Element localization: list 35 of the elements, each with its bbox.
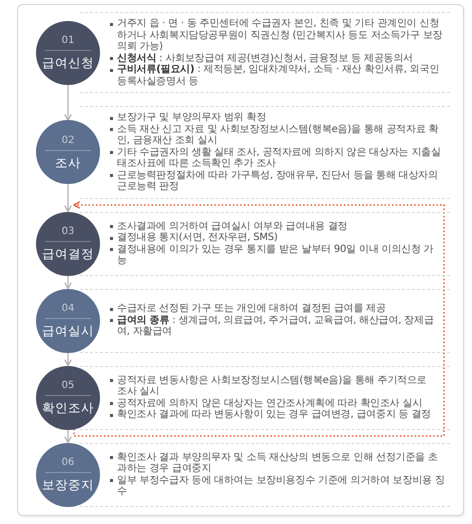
bullet-text: 구비서류(필요시) : 제적등본, 임대차계약서, 소득 · 재산 확인서류, 외국인등록사실증명서 등 — [117, 64, 440, 87]
bullet-text: 급여의 종류 : 생계급여, 의료급여, 주거급여, 교육급여, 해산급여, 장제급여, 자활급여 — [117, 314, 435, 338]
step-number: 02 — [62, 134, 74, 147]
bullet-text: 확인조사 결과에 따라 변동사항이 있는 경우 급여변경, 급여중지 등 결정 — [117, 409, 431, 420]
arrow — [64, 276, 72, 290]
arrow — [64, 352, 72, 366]
bullet-text: 결정내용에 이의가 있는 경우 통지를 받은 날부터 90일 이내 이의신청 가능 — [117, 244, 435, 266]
bullet-text: 공적자료 변동사항은 사회보장정보시스템(행복e음)을 통해 주기적으로 조사 실시 — [117, 374, 428, 398]
step-title: 보장중지 — [42, 477, 94, 492]
bullet-text: 근로능력판정절차에 따라 가구특성, 장애유무, 진단서 등을 통해 대상자의 근로능력 판정 — [117, 170, 439, 192]
arrow — [64, 430, 72, 444]
step-number: 05 — [62, 380, 74, 392]
bullet-text: 결정내용 통지(서면, 전자우편, SMS) — [117, 232, 278, 244]
step-title: 확인조사 — [42, 400, 94, 415]
bullet-text: 기타 수급권자의 생활 실태 조사, 공적자료에 의하지 않은 대상자는 지출실태조사표에 따른 소득확인 추가 조사 — [117, 146, 442, 170]
step-number: 03 — [62, 226, 74, 238]
bullet-text: 수급자로 선정된 가구 또는 개인에 대하여 결정된 급여를 제공 — [117, 303, 386, 315]
step-number: 01 — [62, 35, 74, 47]
arrow — [64, 84, 72, 121]
step-title: 급여신청 — [42, 55, 94, 70]
dotted-arrow — [73, 201, 445, 437]
bullet-text: 확인조사 결과 부양의무자 및 소득 재산상의 변동으로 인해 선정기준을 초과하는 경우 급여중지 — [117, 452, 439, 474]
step-title: 급여실시 — [42, 323, 94, 338]
bullet-text: 거주지 읍 · 면 · 동 주민센터에 수급권자 본인, 친족 및 기타 관계인이 신청하거나 사회복지담당공무원이 직권신청 (민간복지사 등도 저소득가구 보장의뢰 가능) — [117, 18, 444, 52]
step-title: 조사 — [55, 154, 81, 170]
bullet-text: 신청서식 : 사회보장급여 제공(변경)신청서, 금융정보 등 제공동의서 — [117, 52, 414, 64]
step-number: 06 — [62, 457, 74, 469]
bullet-text: 조사결과에 의거하여 급여실시 여부와 급여내용 결정 — [117, 220, 348, 232]
bullet-text: 소득 재산 신고 자료 및 사회보장정보시스템(행복e음)을 통해 공적자료 확인, 금융재산 조회 실시 — [117, 124, 440, 146]
bullet-text: 공적자료에 의하지 않은 대상자는 연간조사계획에 따라 확인조사 실시 — [117, 398, 422, 409]
step-number: 04 — [62, 303, 74, 315]
bullet-text: 일부 부정수급자 등에 대하여는 보장비용징수 기준에 의거하여 보장비용 징수 — [117, 474, 446, 498]
step-title: 급여결정 — [42, 246, 94, 261]
arrow — [64, 184, 72, 212]
bullet-text: 보장가구 및 부양의무자 범위 확정 — [117, 112, 266, 124]
